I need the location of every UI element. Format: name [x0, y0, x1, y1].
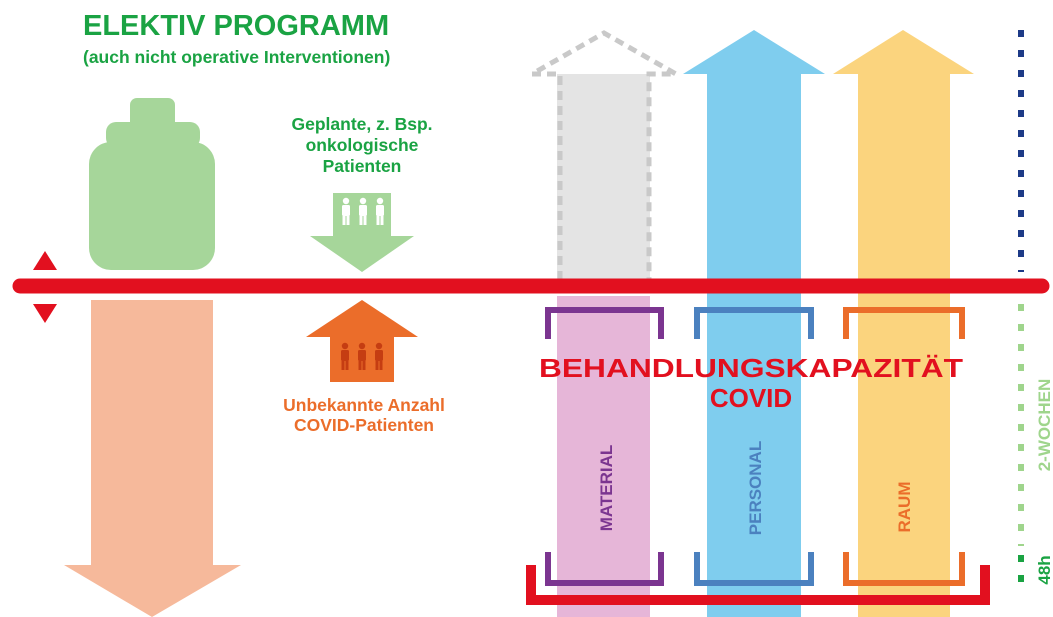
unknown-line-2: COVID-Patienten [294, 415, 434, 435]
planned-patients-arrow [310, 193, 414, 272]
raum-label: RAUM [895, 482, 914, 533]
planned-line-1: Geplante, z. Bsp. [292, 114, 433, 134]
raum-top-bracket [843, 307, 965, 339]
personal-bottom-bracket [694, 552, 814, 586]
raum-bottom-bracket [843, 552, 965, 586]
raum-arrow [833, 30, 974, 617]
planned-patients-label: Geplante, z. Bsp. onkologische Patienten [292, 114, 433, 176]
material-label: MATERIAL [597, 445, 616, 532]
unknown-patients-label: Unbekannte Anzahl COVID-Patienten [283, 395, 445, 435]
down-triangle-icon [33, 304, 57, 323]
timeline-hours-label: 48h [1035, 555, 1053, 584]
personal-label: PERSONAL [746, 441, 765, 535]
capacity-line-1: BEHANDLUNGSKAPAZITÄT [539, 353, 963, 383]
timeline-weeks-label: 2-WOCHEN [1035, 379, 1053, 472]
material-dashed-arrow [522, 30, 686, 282]
capacity-label: BEHANDLUNGSKAPAZITÄT COVID [539, 353, 963, 413]
title: ELEKTIV PROGRAMM [83, 10, 389, 42]
unknown-line-1: Unbekannte Anzahl [283, 395, 445, 415]
up-triangle-icon [33, 251, 57, 270]
material-bottom-bracket [545, 552, 664, 586]
personal-arrow [683, 30, 825, 617]
salmon-down-arrow [64, 300, 241, 617]
subtitle: (auch nicht operative Interventionen) [83, 47, 390, 67]
personal-top-bracket [694, 307, 814, 339]
material-column [557, 296, 650, 617]
weight-icon [89, 98, 215, 270]
planned-line-2: onkologische [306, 135, 419, 155]
capacity-bottom-bracket [526, 565, 990, 605]
planned-patients-icon [342, 197, 384, 225]
capacity-line-2: COVID [710, 383, 792, 413]
material-top-bracket [545, 307, 664, 339]
covid-patients-arrow [306, 300, 418, 382]
covid-patients-icon [341, 342, 383, 370]
planned-line-3: Patienten [323, 156, 402, 176]
